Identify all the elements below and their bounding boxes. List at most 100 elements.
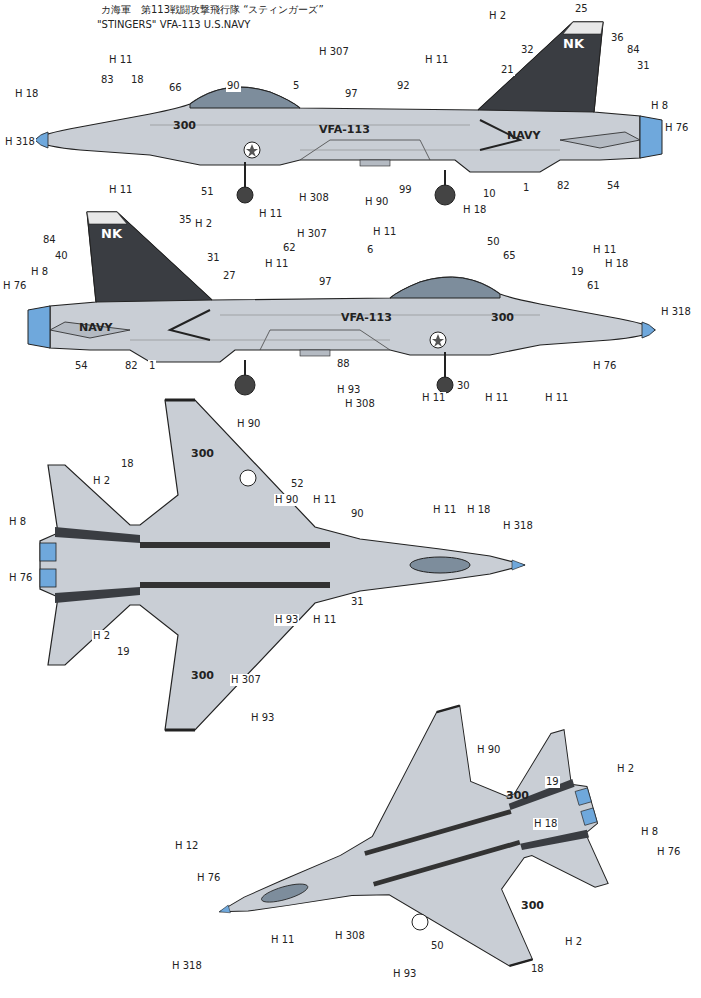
callout-label: H 8 bbox=[640, 826, 659, 838]
callout-label: H 11 bbox=[108, 184, 133, 196]
callout-label: H 11 bbox=[258, 208, 283, 220]
callout-label: H 11 bbox=[592, 244, 617, 256]
callout-label: H 11 bbox=[372, 226, 397, 238]
callout-label: 97 bbox=[344, 88, 359, 100]
marking-text: 300 bbox=[490, 312, 515, 324]
callout-label: 6 bbox=[366, 244, 374, 256]
callout-label: 31 bbox=[206, 252, 221, 264]
callout-label: H 8 bbox=[8, 516, 27, 528]
callout-label: 52 bbox=[290, 478, 305, 490]
marking-text: 300 bbox=[190, 448, 215, 460]
callout-label: 61 bbox=[586, 280, 601, 292]
callout-label: 25 bbox=[574, 3, 589, 15]
callout-label: 65 bbox=[502, 250, 517, 262]
callout-label: H 8 bbox=[650, 100, 669, 112]
callout-label: H 76 bbox=[664, 122, 689, 134]
callout-label: 27 bbox=[222, 270, 237, 282]
callout-label: 99 bbox=[398, 184, 413, 196]
callout-label: H 76 bbox=[592, 360, 617, 372]
callout-label: H 2 bbox=[488, 10, 507, 22]
callout-label: H 11 bbox=[544, 392, 569, 404]
callout-label: 54 bbox=[74, 360, 89, 372]
callout-label: H 308 bbox=[334, 930, 366, 942]
callout-label: 84 bbox=[626, 44, 641, 56]
callout-label: 62 bbox=[282, 242, 297, 254]
callout-label: 88 bbox=[336, 358, 351, 370]
marking-text: NAVY bbox=[506, 130, 541, 142]
callout-label: 36 bbox=[610, 32, 625, 44]
sheet-title: カ海軍 第113戦闘攻撃飛行隊 “スティンガーズ” bbox=[100, 3, 325, 17]
callout-label: 1 bbox=[148, 360, 156, 372]
callout-label: H 11 bbox=[424, 54, 449, 66]
callout-label: H 11 bbox=[108, 54, 133, 66]
callout-label: H 11 bbox=[312, 494, 337, 506]
callout-label: H 90 bbox=[364, 196, 389, 208]
callout-label: 32 bbox=[520, 44, 535, 56]
callout-label: 66 bbox=[168, 82, 183, 94]
callout-label: H 76 bbox=[656, 846, 681, 858]
callout-label: 30 bbox=[456, 380, 471, 392]
marking-text: VFA-113 bbox=[318, 124, 371, 136]
callout-label: 18 bbox=[120, 458, 135, 470]
callout-label: H 307 bbox=[318, 46, 350, 58]
callout-label: H 307 bbox=[296, 228, 328, 240]
marking-text: VFA-113 bbox=[340, 312, 393, 324]
callout-label: 19 bbox=[570, 266, 585, 278]
callout-label: H 318 bbox=[502, 520, 534, 532]
callout-label: H 2 bbox=[92, 630, 111, 642]
callout-label: 92 bbox=[396, 80, 411, 92]
callout-label: H 11 bbox=[270, 934, 295, 946]
callout-label: H 18 bbox=[533, 818, 558, 830]
callout-label: H 93 bbox=[274, 614, 299, 626]
callout-label: 31 bbox=[350, 596, 365, 608]
callout-label: 54 bbox=[606, 180, 621, 192]
callout-label: H 90 bbox=[236, 418, 261, 430]
callout-label: H 11 bbox=[484, 392, 509, 404]
callout-label: H 2 bbox=[564, 936, 583, 948]
callout-label: 19 bbox=[545, 776, 560, 788]
callout-label: 82 bbox=[124, 360, 139, 372]
callout-label: H 2 bbox=[92, 475, 111, 487]
callout-label: 10 bbox=[482, 188, 497, 200]
callout-label: H 318 bbox=[660, 306, 692, 318]
callout-label: 82 bbox=[556, 180, 571, 192]
marking-text: NK bbox=[562, 38, 585, 50]
callout-label: H 18 bbox=[14, 88, 39, 100]
callout-label: 50 bbox=[486, 236, 501, 248]
callout-label: 40 bbox=[54, 250, 69, 262]
callout-label: 1 bbox=[522, 182, 530, 194]
callout-label: H 90 bbox=[476, 744, 501, 756]
callout-label: 83 bbox=[100, 74, 115, 86]
callout-label: 84 bbox=[42, 234, 57, 246]
callout-label: H 2 bbox=[616, 763, 635, 775]
callout-label: 51 bbox=[200, 186, 215, 198]
callout-label: 21 bbox=[500, 64, 515, 76]
callout-label: 18 bbox=[130, 74, 145, 86]
callout-label: "STINGERS" VFA-113 U.S.NAVY bbox=[96, 19, 251, 31]
callout-label: 5 bbox=[292, 80, 300, 92]
callout-label: H 90 bbox=[274, 494, 299, 506]
callout-label: H 93 bbox=[250, 712, 275, 724]
callout-label: 97 bbox=[318, 276, 333, 288]
callout-label: H 2 bbox=[194, 218, 213, 230]
callout-label: H 76 bbox=[196, 872, 221, 884]
callout-label: 50 bbox=[430, 940, 445, 952]
callout-label: H 12 bbox=[174, 840, 199, 852]
callout-label: H 308 bbox=[344, 398, 376, 410]
callout-label: 19 bbox=[116, 646, 131, 658]
callout-label: H 93 bbox=[336, 384, 361, 396]
marking-text: NK bbox=[100, 228, 123, 240]
callout-label: H 93 bbox=[392, 968, 417, 980]
callout-label: 35 bbox=[178, 214, 193, 226]
callout-label: H 11 bbox=[312, 614, 337, 626]
callout-label: H 318 bbox=[171, 960, 203, 972]
callout-label: 18 bbox=[530, 963, 545, 975]
callout-label: H 11 bbox=[432, 504, 457, 516]
marking-text: 300 bbox=[520, 900, 545, 912]
marking-text: NAVY bbox=[78, 322, 113, 334]
callout-label: 90 bbox=[350, 508, 365, 520]
marking-text: 300 bbox=[172, 120, 197, 132]
callout-label: H 18 bbox=[462, 204, 487, 216]
marking-text: 300 bbox=[190, 670, 215, 682]
callout-label: H 8 bbox=[30, 266, 49, 278]
